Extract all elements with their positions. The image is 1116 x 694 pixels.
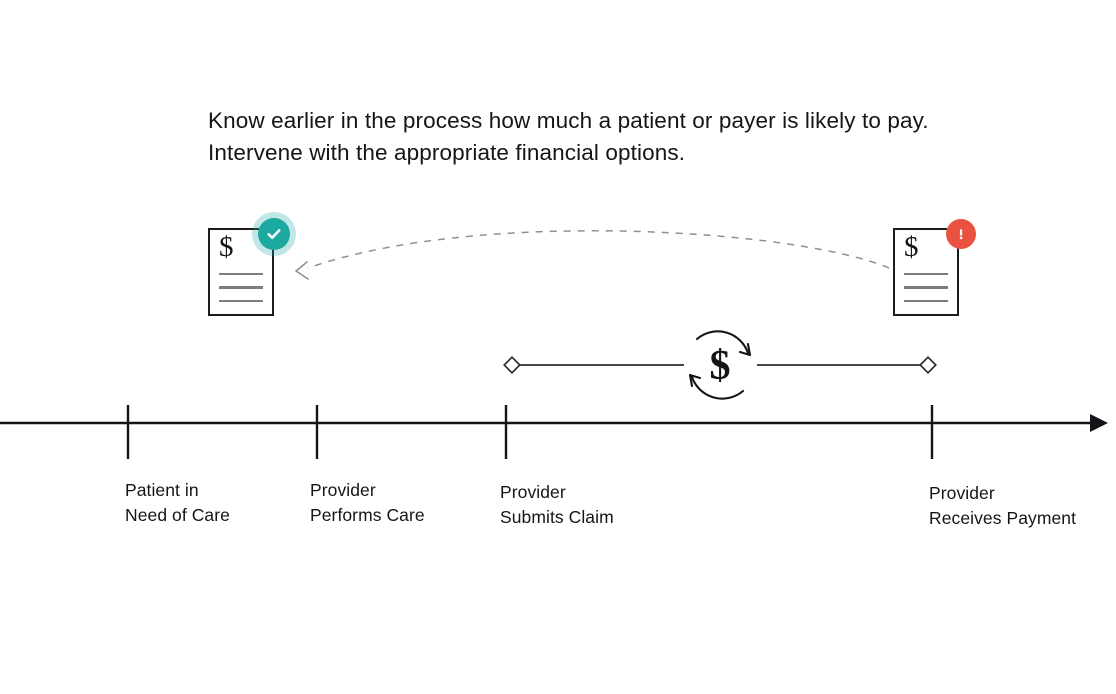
feedback-arc [295,230,890,280]
span-endpoint-diamond-left [503,356,521,374]
timeline-label-patient-in-need-of-care: Patient in Need of Care [125,480,230,525]
headline-text: Know earlier in the process how much a p… [208,108,929,165]
document-right-lines [904,273,948,313]
timeline-label-provider-receives-payment: Provider Receives Payment [929,483,1077,528]
document-line [219,286,263,289]
feedback-arrowhead-icon [295,261,309,280]
span-endpoint-diamond-right [919,356,937,374]
document-line [219,273,263,276]
timeline-arrowhead-icon [1090,414,1108,432]
payment-span: $ [503,330,937,400]
document-left-lines [219,273,263,313]
document-line [904,299,948,303]
document-line [904,273,948,276]
timeline-label-provider-submits-claim: Provider Submits Claim [500,482,614,527]
refresh-dollar-icon: $ [688,330,752,400]
document-line [904,286,948,289]
dollar-symbol-right: $ [904,231,919,263]
dollar-symbol-left: $ [219,231,234,263]
timeline-label-provider-performs-care: Provider Performs Care [310,480,425,525]
check-badge [258,218,290,250]
refresh-dollar-symbol: $ [710,343,731,389]
timeline-axis [0,405,1108,459]
document-line [219,299,263,303]
alert-badge [946,219,976,249]
